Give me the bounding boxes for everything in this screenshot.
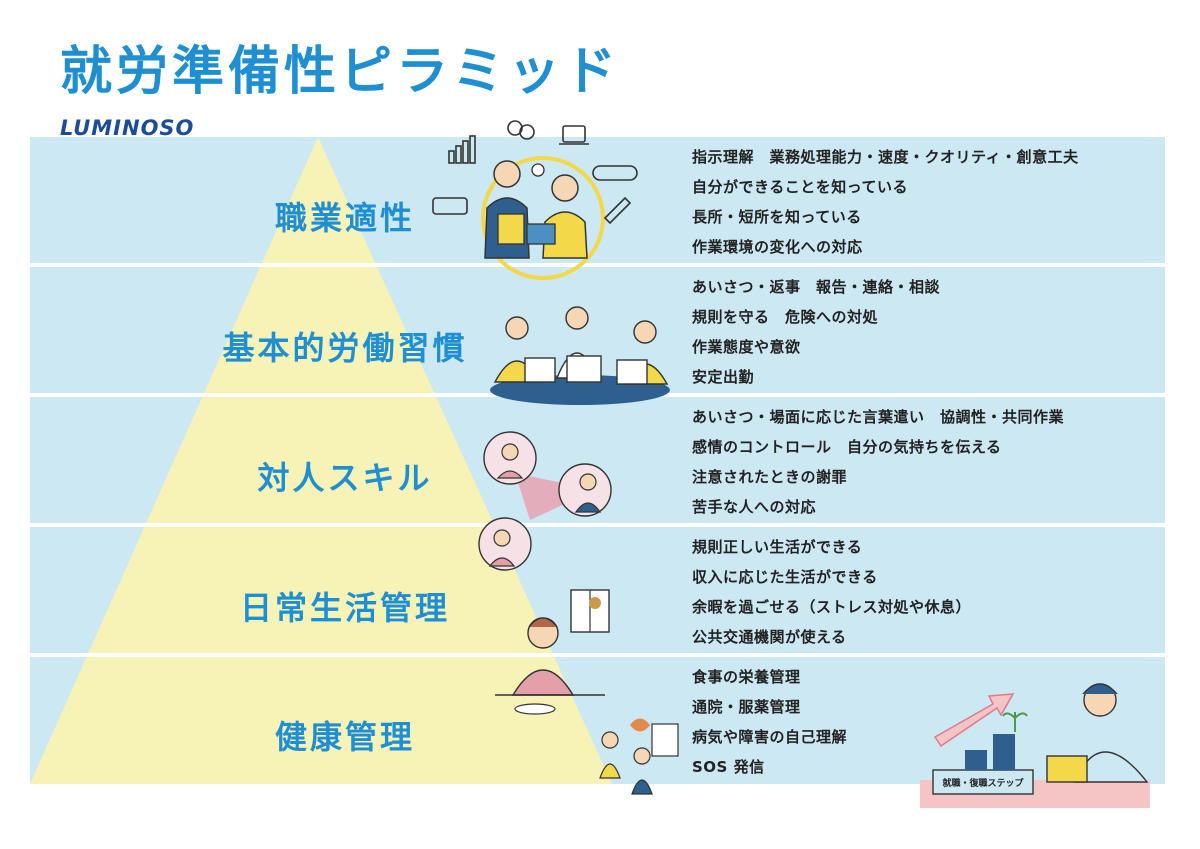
list-item: 作業環境の変化への対応 xyxy=(692,238,863,256)
level-label-daily-life: 日常生活管理 xyxy=(239,589,450,627)
list-item: 公共交通機関が使える xyxy=(692,628,847,646)
list-item: 規則を守る 危険への対処 xyxy=(692,308,879,326)
list-item: 収入に応じた生活ができる xyxy=(692,568,878,586)
list-item: 安定出勤 xyxy=(692,368,755,386)
list-item: 病気や障害の自己理解 xyxy=(692,728,848,746)
level-items-health: 食事の栄養管理 通院・服薬管理 病気や障害の自己理解 SOS 発信 xyxy=(692,662,1162,782)
list-item: 通院・服薬管理 xyxy=(692,698,801,716)
level-label-interpersonal-skills: 対人スキル xyxy=(257,459,433,497)
list-item: あいさつ・場面に応じた言葉遣い 協調性・共同作業 xyxy=(692,408,1065,426)
growth-arrow-illustration: 就職・復職ステップ xyxy=(920,683,1150,808)
list-item: 規則正しい生活ができる xyxy=(692,538,863,556)
list-item: 長所・短所を知っている xyxy=(692,208,862,226)
list-item: 注意されたときの謝罪 xyxy=(692,468,848,486)
level-items-daily-life: 規則正しい生活ができる 収入に応じた生活ができる 余暇を過ごせる（ストレス対処や… xyxy=(692,532,1162,652)
level-items-work-habits: あいさつ・返事 報告・連絡・相談 規則を守る 危険への対処 作業態度や意欲 安定… xyxy=(692,272,1162,392)
level-items-interpersonal-skills: あいさつ・場面に応じた言葉遣い 協調性・共同作業 感情のコントロール 自分の気持… xyxy=(692,402,1162,522)
teamwork-icons-illustration xyxy=(432,120,638,280)
list-item: 苦手な人への対応 xyxy=(692,498,817,516)
step-label: 就職・復職ステップ xyxy=(942,777,1024,789)
brand-logo: LUMINOSO xyxy=(60,116,195,140)
list-item: 感情のコントロール 自分の気持ちを伝える xyxy=(692,438,1002,456)
list-item: 作業態度や意欲 xyxy=(692,338,801,356)
list-item: 指示理解 業務処理能力・速度・クオリティ・創意工夫 xyxy=(692,148,1079,166)
health-consultation-illustration xyxy=(599,718,679,795)
page-title: 就労準備性ピラミッド xyxy=(60,42,621,102)
level-label-work-habits: 基本的労働習慣 xyxy=(222,329,468,367)
daily-life-illustration xyxy=(495,589,610,715)
list-item: 食事の栄養管理 xyxy=(692,668,801,686)
level-label-career-aptitude: 職業適性 xyxy=(274,199,415,237)
list-item: あいさつ・返事 報告・連絡・相談 xyxy=(692,278,941,296)
list-item: SOS 発信 xyxy=(692,758,765,776)
conversation-illustration xyxy=(478,431,612,571)
list-item: 自分ができることを知っている xyxy=(692,178,908,196)
list-item: 余暇を過ごせる（ストレス対処や休息） xyxy=(692,598,972,616)
level-items-career-aptitude: 指示理解 業務処理能力・速度・クオリティ・創意工夫 自分ができることを知っている… xyxy=(692,142,1162,262)
level-label-health: 健康管理 xyxy=(274,718,415,756)
meeting-laptops-illustration xyxy=(490,306,670,405)
